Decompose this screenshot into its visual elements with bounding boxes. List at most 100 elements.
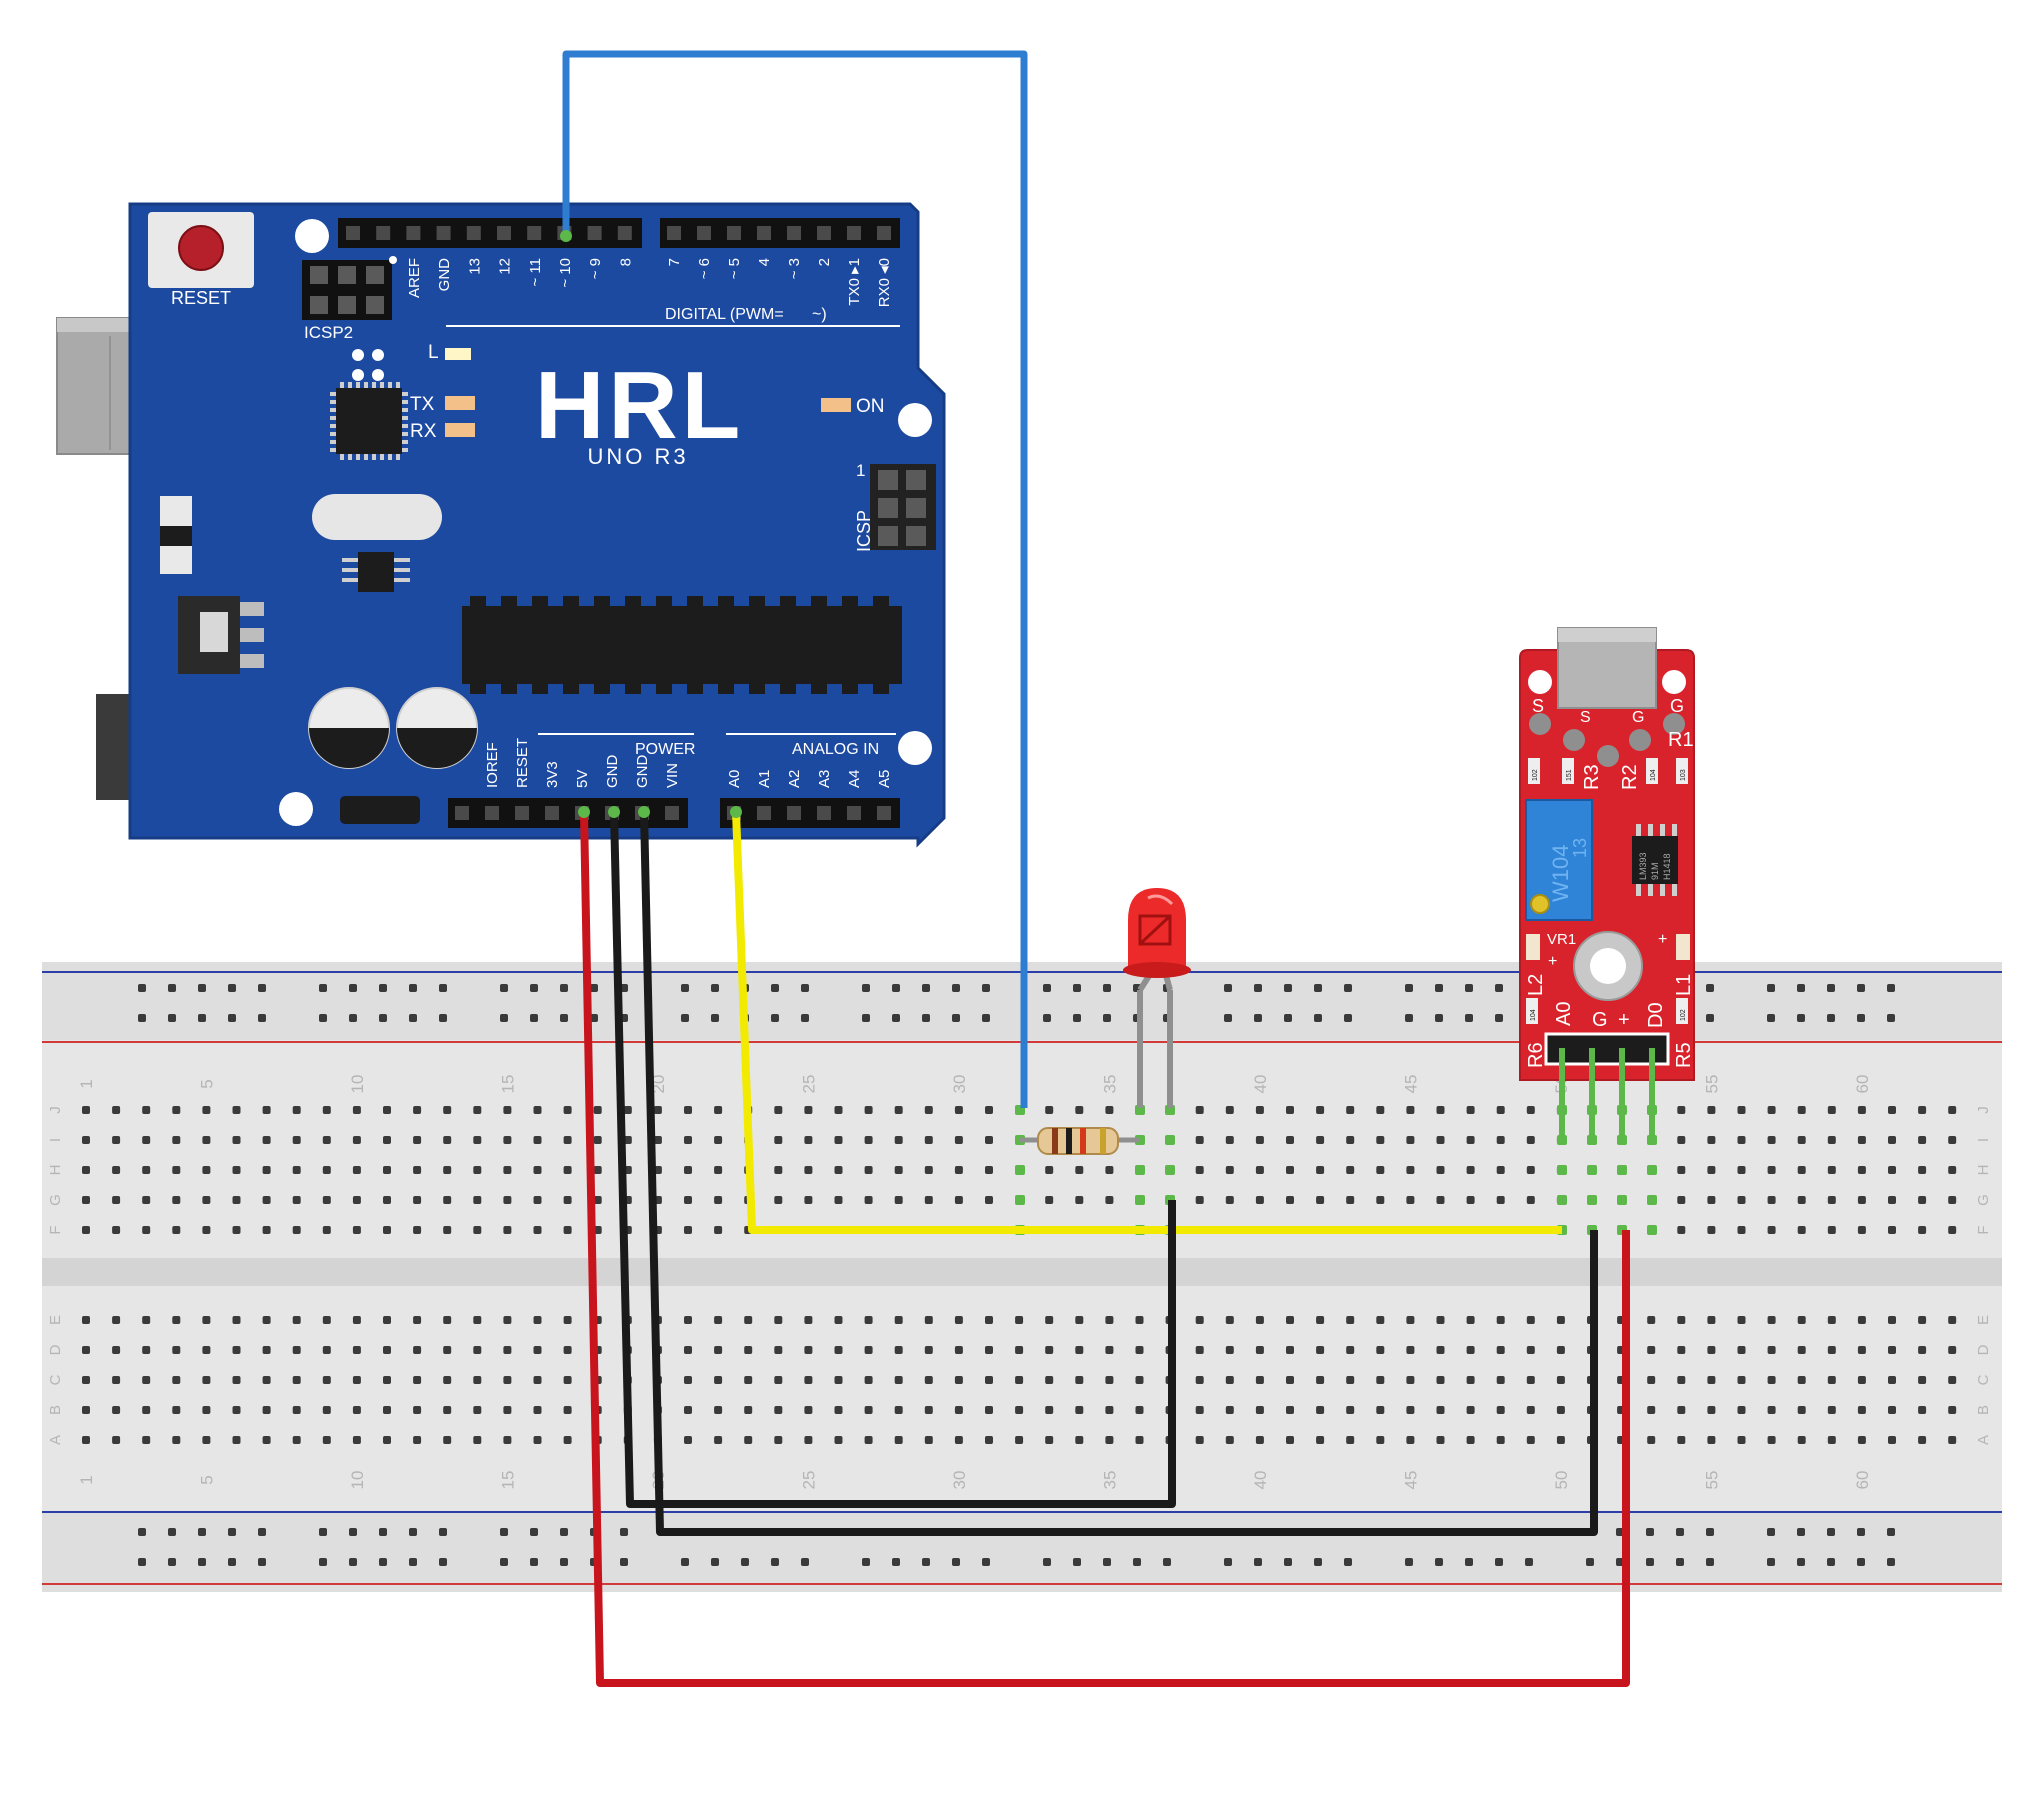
breadboard-hole[interactable] (202, 1166, 211, 1174)
breadboard-hole[interactable] (473, 1406, 482, 1414)
rail-hole[interactable] (379, 1014, 387, 1022)
breadboard-hole[interactable] (533, 1136, 542, 1144)
breadboard-hole[interactable] (924, 1196, 933, 1204)
breadboard-hole[interactable] (473, 1166, 482, 1174)
breadboard-hole[interactable] (1888, 1316, 1896, 1324)
breadboard-hole[interactable] (684, 1436, 692, 1444)
rail-hole[interactable] (530, 984, 538, 992)
breadboard-hole[interactable] (1255, 1196, 1264, 1204)
rail-hole[interactable] (1857, 1528, 1865, 1536)
breadboard-hole[interactable] (1376, 1196, 1385, 1204)
breadboard-hole[interactable] (1105, 1166, 1114, 1174)
breadboard-hole[interactable] (1406, 1316, 1415, 1324)
breadboard-hole[interactable] (1436, 1436, 1445, 1444)
header-pin[interactable] (757, 226, 771, 240)
breadboard-hole[interactable] (1075, 1346, 1084, 1354)
breadboard-hole[interactable] (1045, 1436, 1054, 1444)
breadboard-hole[interactable] (232, 1376, 241, 1384)
breadboard-hole[interactable] (1255, 1406, 1264, 1414)
breadboard-hole[interactable] (954, 1136, 963, 1144)
breadboard-hole[interactable] (172, 1316, 181, 1324)
breadboard-hole[interactable] (774, 1136, 783, 1144)
breadboard-hole[interactable] (262, 1106, 271, 1114)
breadboard-hole[interactable] (82, 1106, 90, 1114)
breadboard-hole[interactable] (533, 1346, 542, 1354)
header-pin[interactable] (817, 806, 831, 820)
breadboard-hole[interactable] (292, 1196, 301, 1204)
breadboard-hole[interactable] (1797, 1106, 1806, 1114)
rail-hole[interactable] (349, 1558, 357, 1566)
breadboard-hole[interactable] (954, 1196, 963, 1204)
breadboard-hole[interactable] (1255, 1166, 1264, 1174)
breadboard-hole[interactable] (1948, 1106, 1957, 1114)
rail-hole[interactable] (560, 984, 568, 992)
breadboard-hole[interactable] (443, 1226, 452, 1234)
rail-hole[interactable] (1254, 984, 1262, 992)
breadboard-hole[interactable] (1707, 1436, 1716, 1444)
breadboard-hole[interactable] (1797, 1136, 1806, 1144)
breadboard-hole[interactable] (1436, 1346, 1445, 1354)
breadboard-hole[interactable] (714, 1166, 723, 1174)
breadboard-hole[interactable] (82, 1346, 90, 1354)
rail-hole[interactable] (409, 1558, 417, 1566)
breadboard-hole[interactable] (473, 1346, 482, 1354)
breadboard-hole[interactable] (894, 1406, 903, 1414)
breadboard-hole[interactable] (593, 1166, 602, 1174)
rail-hole[interactable] (1646, 1558, 1654, 1566)
breadboard-hole[interactable] (1286, 1376, 1294, 1384)
breadboard-hole[interactable] (924, 1316, 933, 1324)
breadboard-hole[interactable] (1737, 1106, 1746, 1114)
breadboard-hole[interactable] (1346, 1136, 1355, 1144)
rail-hole[interactable] (168, 984, 176, 992)
breadboard-hole[interactable] (292, 1136, 301, 1144)
breadboard-hole[interactable] (352, 1226, 361, 1234)
breadboard-hole[interactable] (1466, 1196, 1475, 1204)
breadboard-hole[interactable] (714, 1346, 723, 1354)
rail-hole[interactable] (1706, 1014, 1714, 1022)
breadboard-hole[interactable] (1737, 1166, 1746, 1174)
breadboard-hole[interactable] (714, 1376, 723, 1384)
breadboard-hole[interactable] (292, 1346, 301, 1354)
rail-hole[interactable] (138, 1558, 146, 1566)
breadboard-hole[interactable] (1496, 1196, 1505, 1204)
breadboard-hole[interactable] (774, 1106, 783, 1114)
breadboard-hole[interactable] (533, 1166, 542, 1174)
breadboard-hole[interactable] (1105, 1106, 1114, 1114)
header-pin[interactable] (346, 226, 360, 240)
breadboard-hole[interactable] (1225, 1196, 1234, 1204)
breadboard-hole[interactable] (383, 1196, 391, 1204)
breadboard-hole[interactable] (503, 1136, 512, 1144)
rail-hole[interactable] (1797, 1528, 1805, 1536)
breadboard-hole[interactable] (1015, 1406, 1024, 1414)
rail-hole[interactable] (138, 1014, 146, 1022)
breadboard-hole[interactable] (1647, 1346, 1656, 1354)
breadboard-hole[interactable] (1406, 1346, 1415, 1354)
breadboard-hole[interactable] (714, 1406, 723, 1414)
breadboard-hole[interactable] (1857, 1166, 1866, 1174)
breadboard-hole[interactable] (1316, 1136, 1325, 1144)
breadboard-hole[interactable] (112, 1106, 121, 1114)
rail-hole[interactable] (560, 1014, 568, 1022)
rail-hole[interactable] (922, 984, 930, 992)
rail-hole[interactable] (258, 984, 266, 992)
header-pin[interactable] (545, 806, 559, 820)
breadboard-hole[interactable] (352, 1196, 361, 1204)
breadboard-hole[interactable] (1255, 1106, 1264, 1114)
breadboard-hole[interactable] (352, 1316, 361, 1324)
rail-hole[interactable] (1887, 984, 1895, 992)
breadboard-hole[interactable] (954, 1346, 963, 1354)
rail-hole[interactable] (1827, 984, 1835, 992)
breadboard-hole[interactable] (1286, 1346, 1294, 1354)
breadboard-hole[interactable] (1286, 1106, 1294, 1114)
rail-hole[interactable] (1857, 1558, 1865, 1566)
breadboard-hole[interactable] (1496, 1106, 1505, 1114)
rail-hole[interactable] (1133, 1558, 1141, 1566)
reset-button-cap[interactable] (178, 225, 224, 271)
breadboard-hole[interactable] (202, 1196, 211, 1204)
rail-hole[interactable] (1767, 1528, 1775, 1536)
breadboard-hole[interactable] (1346, 1166, 1355, 1174)
breadboard-hole[interactable] (653, 1106, 662, 1114)
breadboard-hole[interactable] (1767, 1166, 1776, 1174)
breadboard-hole[interactable] (1316, 1106, 1325, 1114)
breadboard-hole[interactable] (1376, 1166, 1385, 1174)
